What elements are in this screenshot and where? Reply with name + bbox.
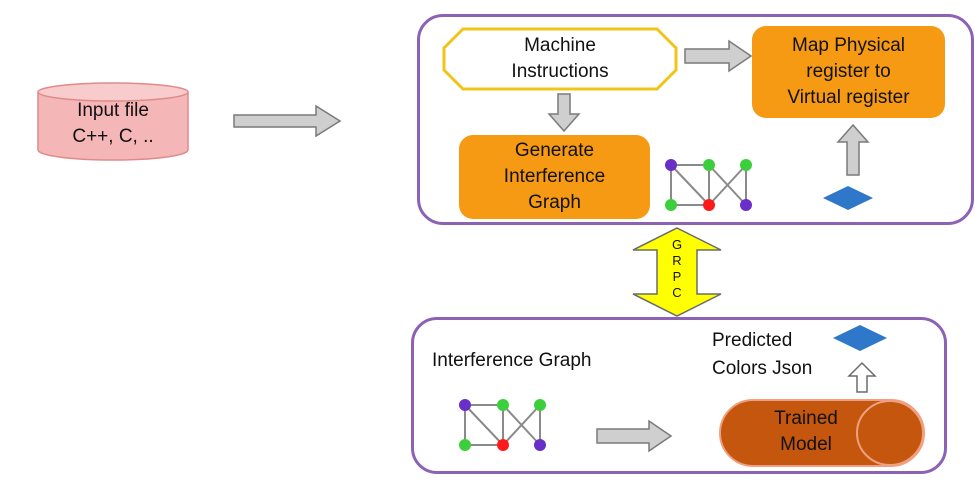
generate-graph-box: Generate Interference Graph <box>459 135 650 219</box>
interference-graph-label: Interference Graph <box>432 350 592 371</box>
graph-to-model-arrow <box>596 419 673 453</box>
input-to-panel-arrow <box>233 104 342 138</box>
input-graph-icon <box>459 399 546 451</box>
machine-to-map-arrow <box>684 39 753 73</box>
model-to-json-arrow <box>847 361 877 393</box>
machine-instructions-shape <box>442 27 678 91</box>
colors-diamond-icon <box>823 186 873 210</box>
interference-graph-icon <box>665 159 752 211</box>
map-register-box: Map Physical register to Virtual registe… <box>752 26 945 118</box>
machine-instructions-label: Machine Instructions <box>511 35 609 82</box>
input-file-cylinder <box>37 82 189 161</box>
grpc-label: G R P C <box>671 237 683 300</box>
predicted-diamond-icon <box>833 325 887 351</box>
grpc-arrow <box>632 227 722 317</box>
input-file-label: Input file C++, C, .. <box>72 100 154 147</box>
machine-to-generate-arrow <box>547 93 581 133</box>
trained-model-shape <box>719 399 925 467</box>
predicted-colors-label: Predicted Colors Json <box>712 330 813 379</box>
diamond-to-map-arrow <box>836 123 870 176</box>
trained-model-label: Trained Model <box>774 408 838 455</box>
